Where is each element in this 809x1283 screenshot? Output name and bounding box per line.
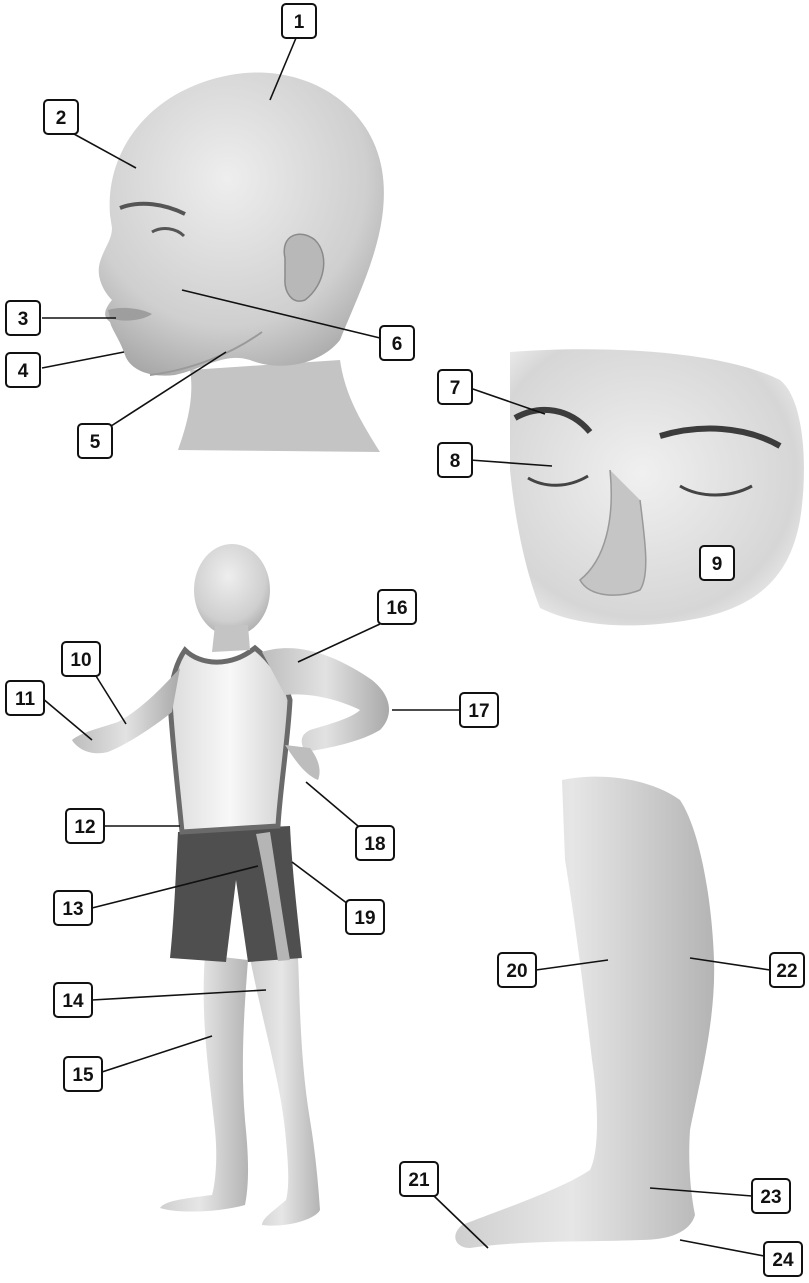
left-leg [250,958,320,1226]
neck [178,360,380,452]
callout-4: 4 [6,353,40,387]
callout-3: 3 [6,301,40,335]
callout-3-label: 3 [18,309,29,330]
callout-5-label: 5 [90,432,101,453]
callout-22: 22 [770,953,804,987]
callout-21: 21 [400,1162,438,1196]
callout-15-label: 15 [72,1065,94,1086]
head-illustration [99,72,384,452]
face-closeup-illustration [510,349,804,625]
callout-10: 10 [62,642,100,676]
callout-14: 14 [54,983,92,1017]
callout-22-label: 22 [776,961,797,982]
body-figure-illustration [72,544,389,1226]
callout-17-label: 17 [468,701,489,722]
callout-21-label: 21 [408,1170,430,1191]
outstretched-arm [72,668,180,753]
callout-11-label: 11 [15,689,36,710]
callout-18: 18 [356,826,394,860]
leader-11 [42,698,92,740]
callout-6: 6 [380,326,414,360]
callout-16: 16 [378,590,416,624]
callout-7: 7 [438,370,472,404]
leader-15 [102,1036,212,1072]
callout-9: 9 [700,546,734,580]
callout-5: 5 [78,424,112,458]
callout-14-label: 14 [62,991,84,1012]
callout-2-label: 2 [56,108,67,129]
callout-1: 1 [282,4,316,38]
callout-8-label: 8 [450,451,461,472]
callout-13-label: 13 [62,899,83,920]
callout-24-label: 24 [772,1250,794,1271]
callout-1-label: 1 [294,12,305,33]
callout-8: 8 [438,443,472,477]
callout-13: 13 [54,891,92,925]
callout-15: 15 [64,1057,102,1091]
callout-20-label: 20 [506,961,527,982]
leader-19 [292,862,348,904]
callout-24: 24 [764,1242,802,1276]
leader-18 [306,782,358,826]
callout-9-label: 9 [712,554,723,575]
skull [99,72,384,375]
callout-19: 19 [346,900,384,934]
callout-18-label: 18 [364,834,385,855]
callout-23: 23 [752,1179,790,1213]
tank-top [170,648,290,832]
callout-6-label: 6 [392,334,403,355]
callout-12: 12 [66,809,104,843]
callout-4-label: 4 [18,361,29,382]
figure-neck [212,625,250,652]
lower-leg-illustration [455,777,714,1248]
callout-2: 2 [44,100,78,134]
leader-16 [298,624,380,662]
callout-10-label: 10 [70,650,91,671]
leader-10 [96,676,126,724]
callout-12-label: 12 [74,817,95,838]
figure-head [194,544,270,636]
callout-16-label: 16 [386,598,407,619]
callout-7-label: 7 [450,378,461,399]
shin-calf [455,777,714,1248]
face-skin [510,349,804,625]
callout-11: 11 [6,681,44,715]
leader-24 [680,1240,764,1256]
leader-4 [42,352,124,368]
callout-20: 20 [498,953,536,987]
callout-19-label: 19 [354,908,375,929]
callout-17: 17 [460,693,498,727]
callout-23-label: 23 [760,1187,781,1208]
